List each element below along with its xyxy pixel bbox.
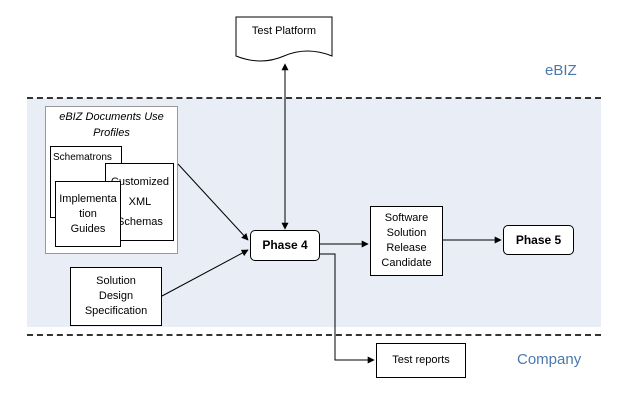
- design-phase4-connector: [161, 249, 249, 297]
- top-divider: [27, 97, 601, 99]
- group-title: eBIZ Documents Use Profiles: [59, 111, 164, 139]
- implementation-guides-node: Implementa tion Guides: [55, 181, 121, 247]
- solution-design-node: Solution Design Specification: [70, 267, 162, 326]
- test-platform-shape: [235, 16, 333, 62]
- test-platform-node: Test Platform: [251, 24, 317, 37]
- software-solution-node: Software Solution Release Candidate: [370, 206, 443, 276]
- phase4-reports-connector: [320, 253, 375, 364]
- test-reports-node: Test reports: [376, 343, 466, 378]
- phase4-node: Phase 4: [250, 230, 320, 261]
- phase5-node: Phase 5: [503, 225, 574, 255]
- group-phase4-connector: [177, 163, 249, 241]
- ebiz-zone-label: eBIZ: [545, 62, 577, 79]
- bottom-divider: [27, 334, 601, 336]
- company-zone-label: Company: [517, 351, 582, 368]
